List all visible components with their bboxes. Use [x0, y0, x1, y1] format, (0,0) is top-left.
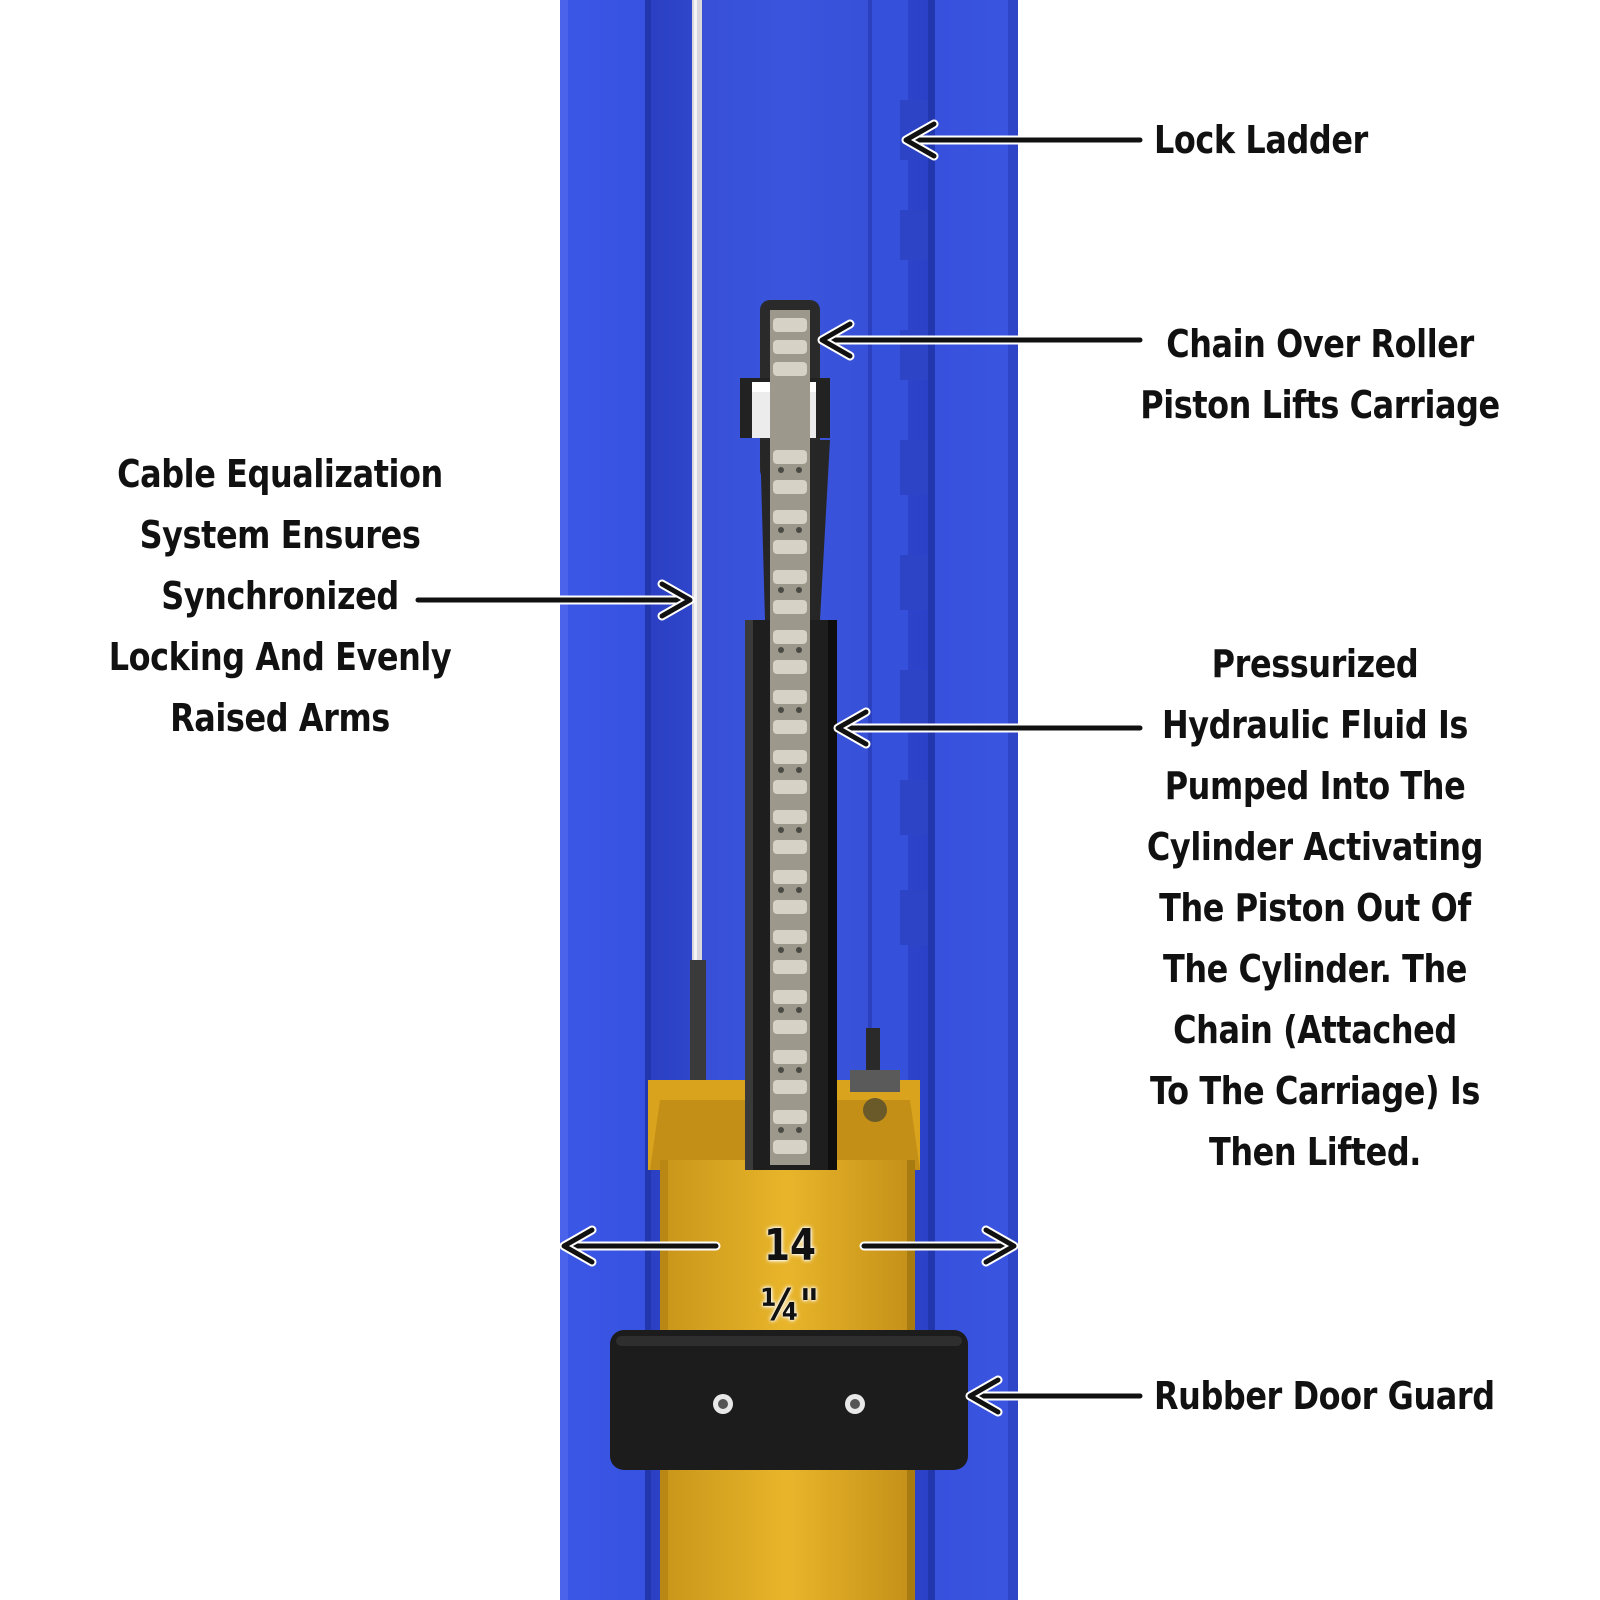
lock-ladder	[868, 0, 928, 1100]
hydraulic-arrow	[833, 707, 1145, 749]
lift-chain	[770, 310, 810, 1165]
door-guard-label: Rubber Door Guard	[1154, 1374, 1495, 1418]
chain-roller-label: Chain Over Roller Piston Lifts Carriage	[1140, 322, 1500, 427]
chain-roller-arrow	[817, 319, 1145, 361]
cable-arrow	[413, 579, 695, 621]
rubber-door-guard	[610, 1330, 968, 1470]
callout-arrows	[413, 119, 1145, 1417]
lock-ladder-label: Lock Ladder	[1154, 118, 1368, 162]
door-guard-arrow	[965, 1375, 1145, 1417]
width-dimension-arrows	[559, 1225, 1019, 1267]
cable-equalization-label: Cable Equalization System Ensures Synchr…	[108, 452, 452, 740]
lock-ladder-arrow	[901, 119, 1145, 161]
post-width-dimension: 14 ¼"	[760, 1220, 820, 1331]
hydraulic-label: Pressurized Hydraulic Fluid Is Pumped In…	[1146, 642, 1484, 1174]
